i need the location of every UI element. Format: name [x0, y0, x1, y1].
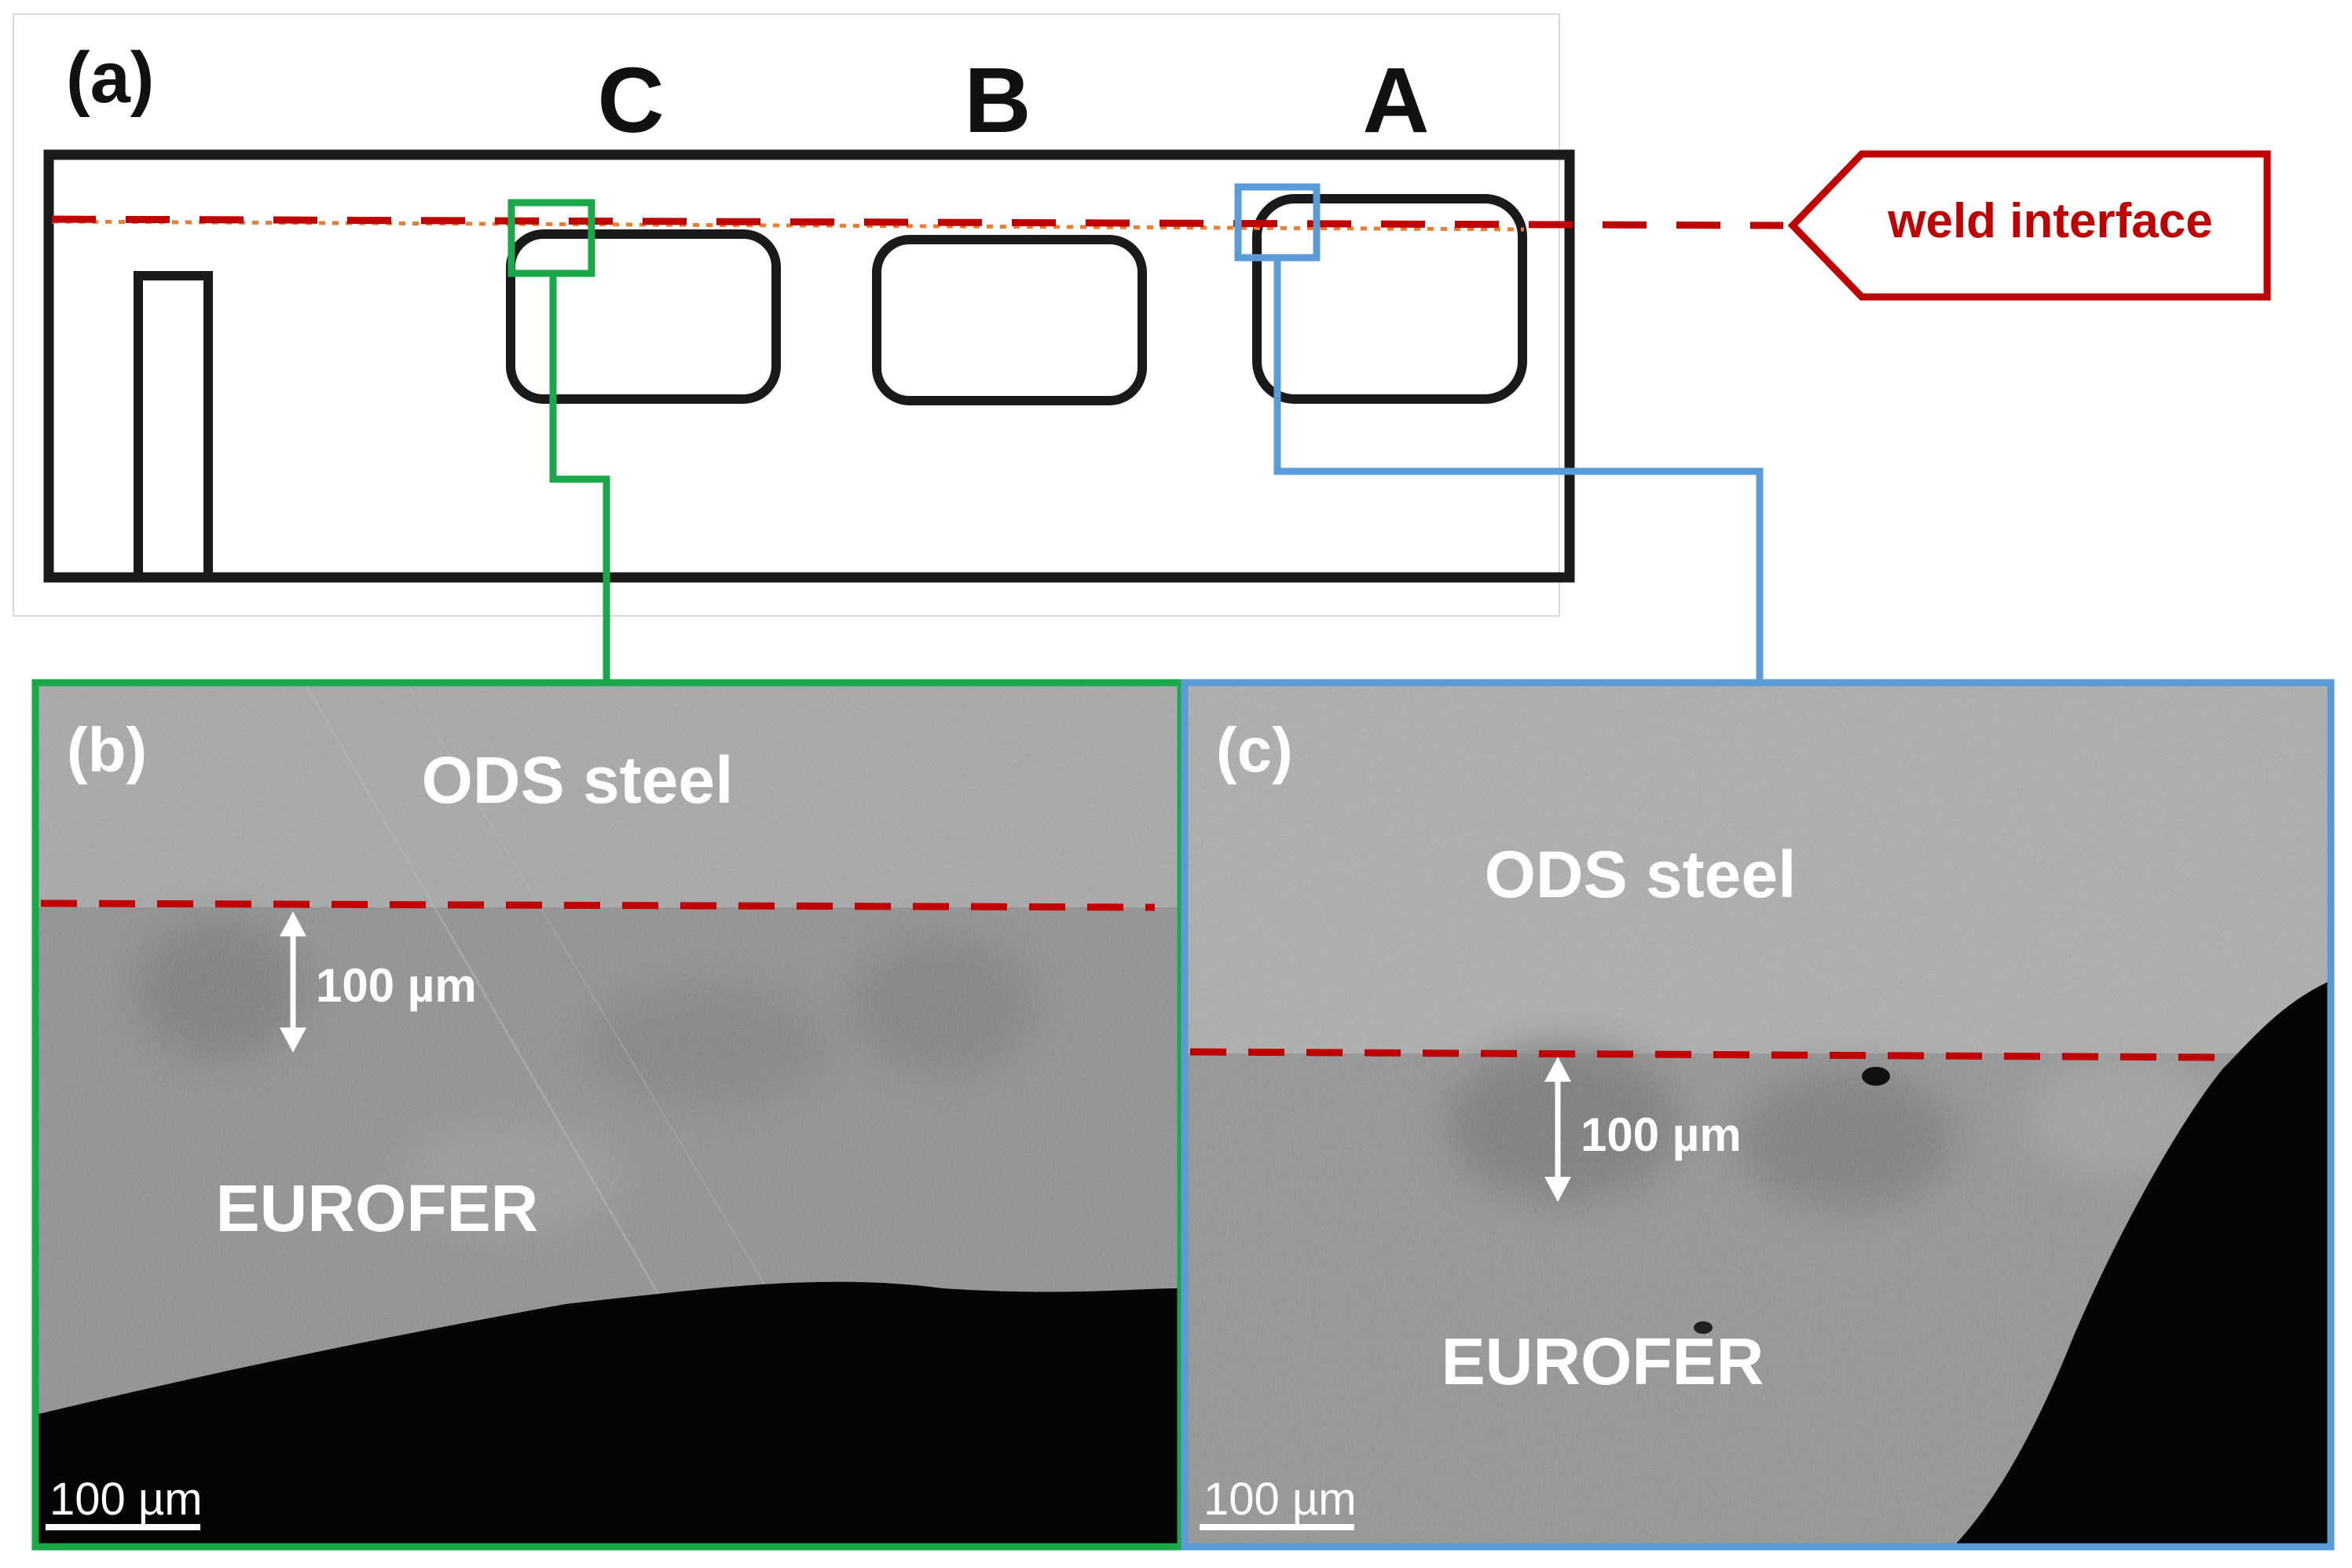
weld-interface-callout [1787, 150, 2271, 301]
slot-label-a: A [1362, 49, 1429, 152]
panel-b-label: (b) [67, 715, 147, 785]
narrow-slot [134, 271, 213, 582]
panel-b-eurofer-label: EUROFER [216, 1171, 539, 1245]
panel-b-ods-label: ODS steel [422, 743, 734, 817]
panel-c-distance-arrow [1544, 1057, 1571, 1202]
panel-b-frame [31, 679, 1185, 1551]
slot-label-b: B [964, 49, 1031, 152]
panel-b-weld-line [40, 899, 1156, 911]
blue-connector [1273, 258, 1764, 686]
slot-b [872, 235, 1147, 405]
slot-a [1252, 194, 1527, 404]
panel-b-scale-label: 100 µm [49, 1474, 203, 1525]
panel-b-distance-label: 100 µm [316, 959, 477, 1012]
weld-dashed-line [51, 215, 1784, 229]
weld-interface-label: weld interface [1887, 194, 2212, 248]
panel-c-eurofer-label: EUROFER [1442, 1324, 1764, 1398]
panel-b-micrograph [38, 686, 1178, 1544]
slot-c [506, 229, 781, 404]
panel-c-frame [1181, 679, 2335, 1551]
panel-c-micrograph [1188, 686, 2328, 1544]
panel-c-scale-label: 100 µm [1203, 1474, 1357, 1525]
specimen-outline [43, 149, 1575, 583]
panel-c-distance-label: 100 µm [1581, 1108, 1742, 1161]
panel-a-label: (a) [66, 38, 154, 118]
panel-c-label: (c) [1216, 715, 1293, 785]
green-connector [549, 273, 610, 686]
panel-a-schematic: (a) C B A weld interface [13, 13, 2271, 617]
slot-label-c: C [597, 49, 664, 152]
panel-b-distance-arrow [280, 911, 306, 1053]
panel-c-ods-label: ODS steel [1485, 837, 1797, 911]
